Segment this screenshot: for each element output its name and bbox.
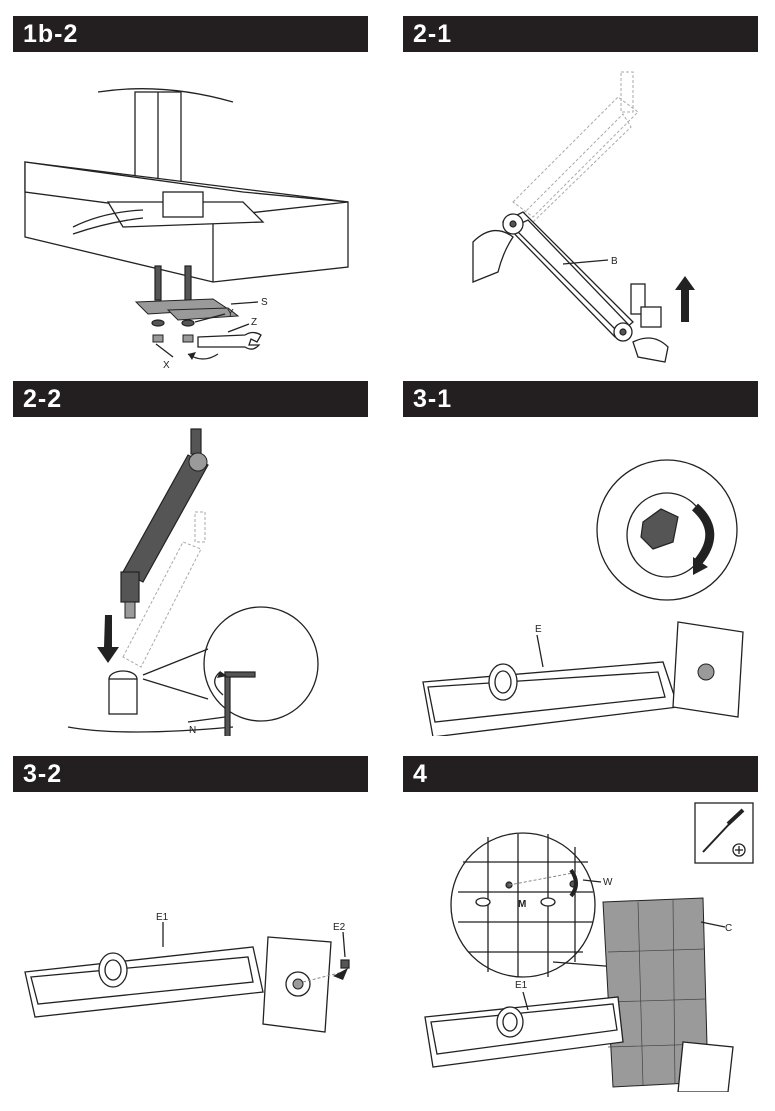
step-title: 1b-2 [13, 16, 368, 52]
arm-raise-illustration: B [403, 52, 758, 371]
label-z: Z [251, 317, 257, 328]
tension-adjust-illustration: N [13, 417, 368, 736]
label-x: X [163, 360, 170, 371]
label-s: S [261, 297, 268, 308]
label-n: N [189, 725, 196, 736]
label-b: B [611, 256, 618, 267]
step-title: 4 [403, 756, 758, 792]
label-e2: E2 [333, 922, 346, 933]
label-w: W [603, 877, 613, 888]
label-e: E [535, 624, 542, 635]
step-2-2-panel: 2-2 N [13, 381, 368, 736]
step-title: 2-1 [403, 16, 758, 52]
step-title: 3-2 [13, 756, 368, 792]
step-2-1-panel: 2-1 B [403, 16, 758, 371]
knob-loosen-illustration: E [403, 417, 758, 736]
vesa-remove-illustration: E1 E2 [13, 792, 368, 1092]
step-4-panel: 4 M [403, 756, 758, 1111]
step-3-2-panel: 3-2 E1 E2 [13, 756, 368, 1111]
mount-attach-illustration: M W C E1 [403, 792, 758, 1092]
step-1b-2-panel: 1b-2 S [13, 16, 368, 371]
step-title: 2-2 [13, 381, 368, 417]
label-y: Y [227, 308, 234, 319]
label-c: C [725, 923, 732, 934]
label-m: M [518, 899, 526, 910]
step-3-1-panel: 3-1 E [403, 381, 758, 736]
step-title: 3-1 [403, 381, 758, 417]
label-e1: E1 [156, 912, 169, 923]
desk-clamp-illustration: S Y Z X [13, 52, 368, 371]
label-e1-step4: E1 [515, 980, 528, 991]
